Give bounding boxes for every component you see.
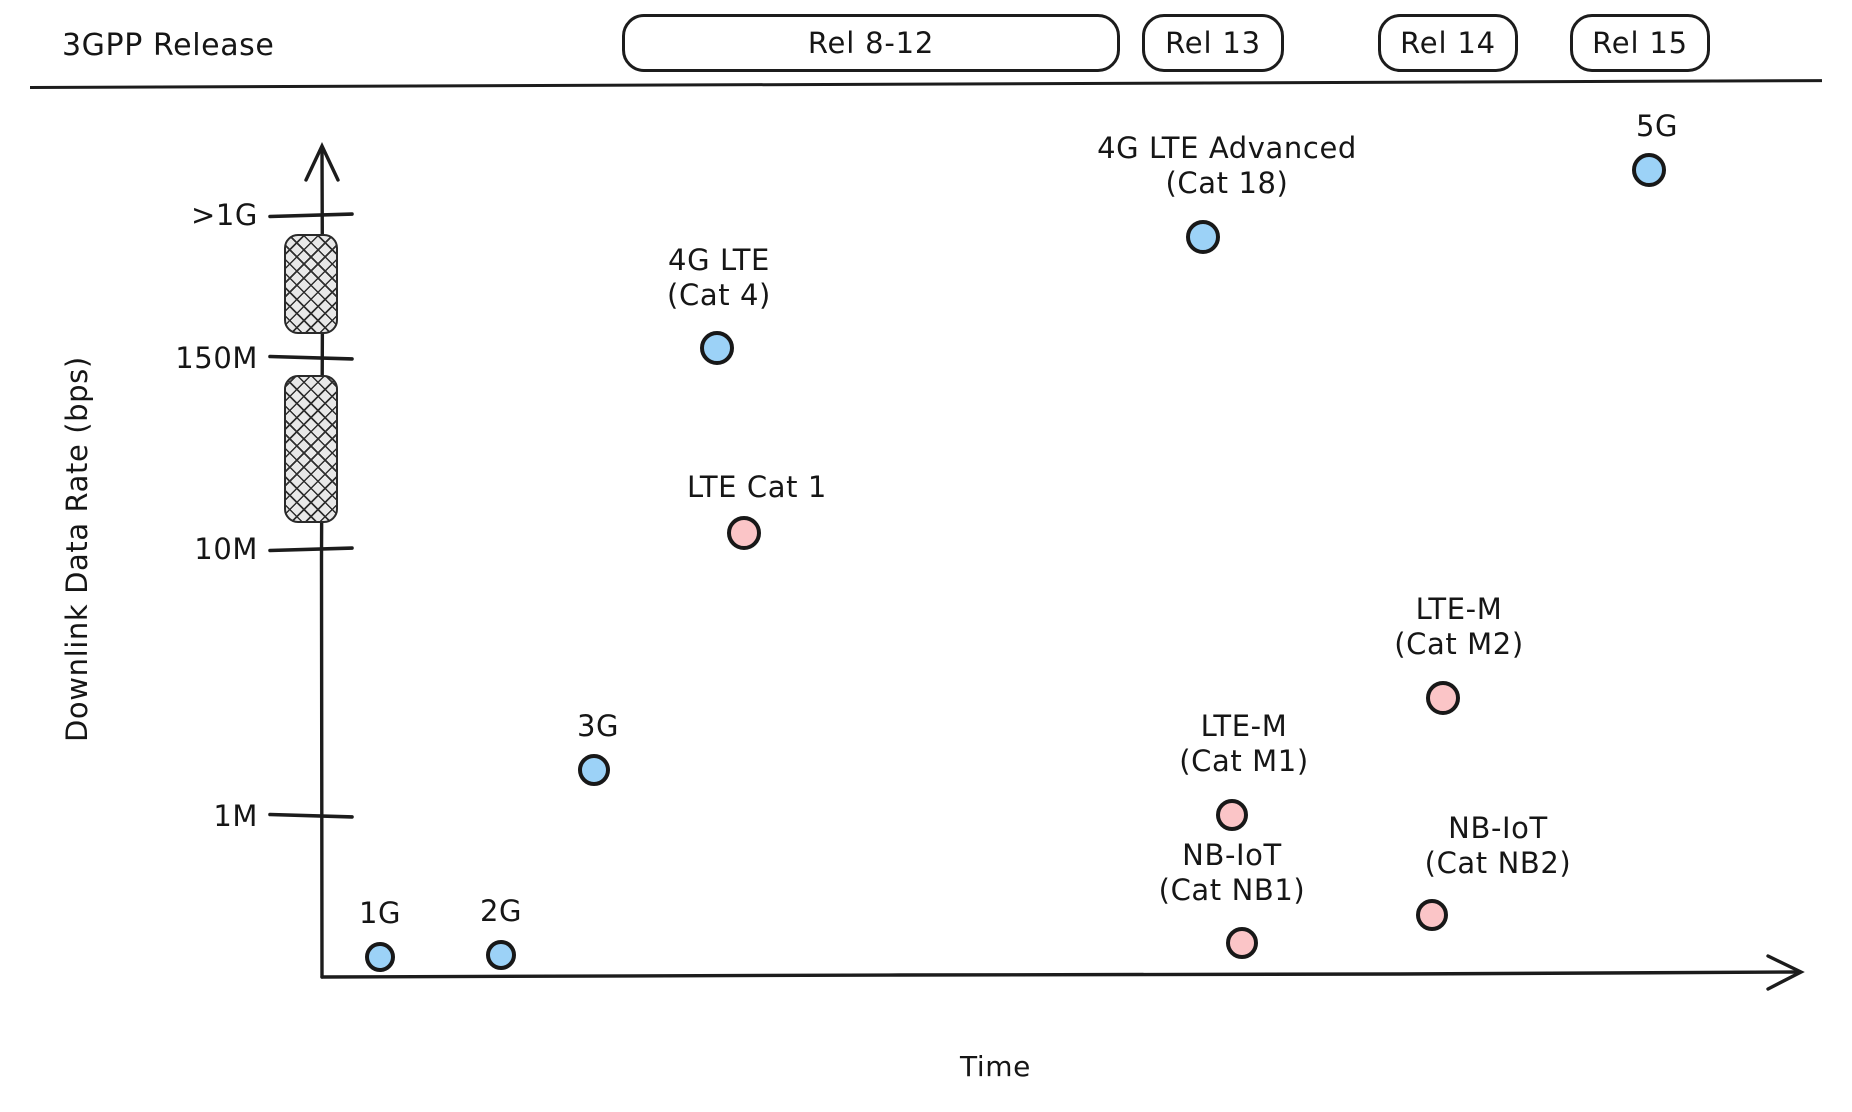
data-point-4g-lte-cat-4[interactable] xyxy=(700,331,734,365)
point-label-lte-cat-1: LTE Cat 1 xyxy=(687,470,827,504)
y-tick-mark xyxy=(268,812,354,819)
point-label-3g: 3G xyxy=(576,709,620,743)
point-label-lte-m-cat-m1: LTE-M (Cat M1) xyxy=(1179,709,1309,779)
release-box-label: Rel 15 xyxy=(1592,26,1688,60)
release-box-rel-14[interactable]: Rel 14 xyxy=(1378,14,1518,72)
y-tick-label-1M: 1M xyxy=(213,799,258,833)
data-point-nb-iot-cat-nb2[interactable] xyxy=(1416,899,1448,931)
y-tick-label-10M: 10M xyxy=(194,532,258,566)
release-box-rel-8-12[interactable]: Rel 8-12 xyxy=(622,14,1120,72)
data-point-2g[interactable] xyxy=(486,940,516,970)
point-label-5g: 5G xyxy=(1635,109,1679,143)
point-label-4g-lte-advanced-cat-18: 4G LTE Advanced (Cat 18) xyxy=(1097,131,1357,201)
release-header-label: 3GPP Release xyxy=(62,28,275,63)
data-point-nb-iot-cat-nb1[interactable] xyxy=(1226,927,1258,959)
data-point-4g-lte-advanced-cat-18[interactable] xyxy=(1186,220,1220,254)
y-tick-mark xyxy=(268,546,354,553)
axis-break-hatch-1 xyxy=(284,234,338,334)
release-box-label: Rel 8-12 xyxy=(807,26,935,60)
y-tick-label-150M: 150M xyxy=(175,341,258,375)
data-point-1g[interactable] xyxy=(365,942,395,972)
point-label-nb-iot-cat-nb2: NB-IoT (Cat NB2) xyxy=(1424,811,1572,881)
point-label-nb-iot-cat-nb1: NB-IoT (Cat NB1) xyxy=(1158,838,1306,908)
point-label-lte-m-cat-m2: LTE-M (Cat M2) xyxy=(1394,592,1524,662)
release-box-rel-13[interactable]: Rel 13 xyxy=(1142,14,1284,72)
point-label-4g-lte-cat-4: 4G LTE (Cat 4) xyxy=(667,243,771,313)
y-tick-mark xyxy=(268,212,354,219)
data-point-lte-m-cat-m1[interactable] xyxy=(1216,799,1248,831)
point-label-1g: 1G xyxy=(358,896,402,930)
x-axis-label: Time xyxy=(960,1050,1031,1083)
y-axis-label: Downlink Data Rate (bps) xyxy=(60,356,94,742)
data-point-lte-cat-1[interactable] xyxy=(727,516,761,550)
header-divider-rule xyxy=(29,79,1822,89)
release-box-label: Rel 13 xyxy=(1165,26,1261,60)
y-tick-label-1G: >1G xyxy=(190,198,258,232)
data-point-lte-m-cat-m2[interactable] xyxy=(1426,681,1460,715)
release-box-label: Rel 14 xyxy=(1400,26,1496,60)
release-box-rel-15[interactable]: Rel 15 xyxy=(1570,14,1710,72)
axis-break-hatch-2 xyxy=(284,375,338,523)
point-label-2g: 2G xyxy=(479,894,523,928)
y-tick-mark xyxy=(268,354,354,361)
data-point-3g[interactable] xyxy=(578,754,610,786)
data-point-5g[interactable] xyxy=(1632,153,1666,187)
